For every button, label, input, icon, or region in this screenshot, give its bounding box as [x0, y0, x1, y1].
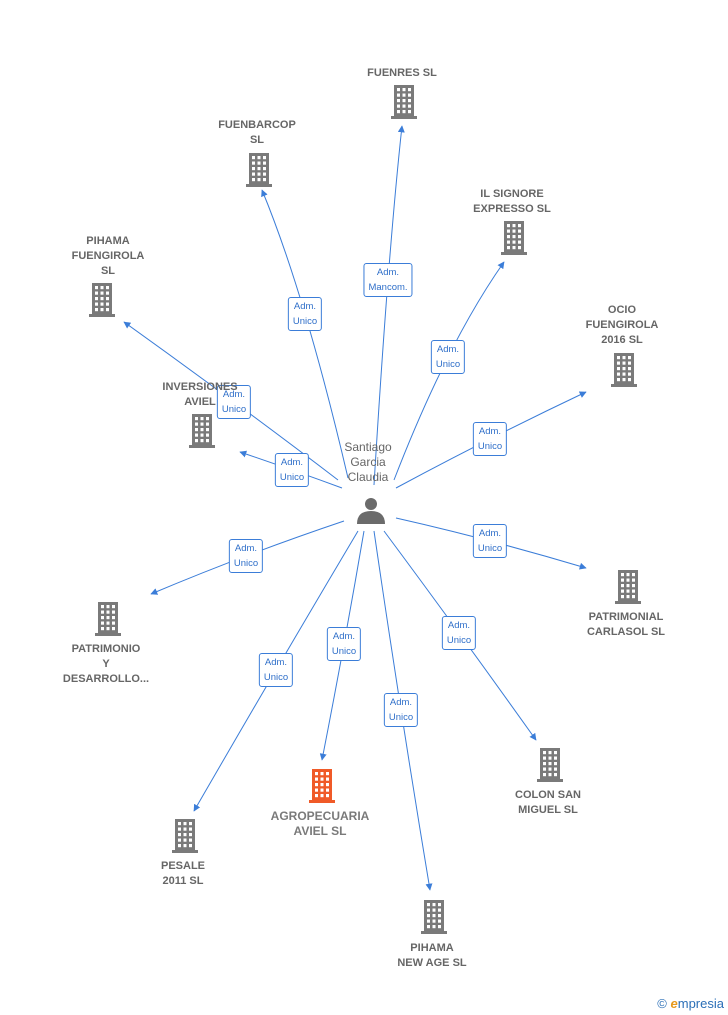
company-label-patrimonio[interactable]: PATRIMONIO Y DESARROLLO...: [62, 643, 150, 685]
building-icon-pihama_newage: [421, 900, 447, 934]
building-icon-fuenbarcop: [246, 153, 272, 187]
copyright-symbol: ©: [657, 996, 667, 1011]
relation-label-inversiones: Adm. Unico: [274, 453, 310, 487]
relation-label-ilsignore: Adm. Unico: [430, 340, 466, 374]
building-icon-patrimonial: [615, 570, 641, 604]
building-icon-patrimonio: [95, 602, 121, 636]
building-icon-ilsignore: [501, 221, 527, 255]
building-icon-pihama_fuengirola: [89, 283, 115, 317]
company-label-pesale[interactable]: PESALE 2011 SL: [160, 860, 206, 887]
relation-label-agropecuaria: Adm. Unico: [326, 627, 362, 661]
building-icon-inversiones: [189, 414, 215, 448]
relation-label-fuenbarcop: Adm. Unico: [287, 297, 323, 331]
brand-e: e: [670, 996, 678, 1011]
company-label-colon[interactable]: COLON SAN MIGUEL SL: [515, 789, 581, 816]
company-label-agropecuaria[interactable]: AGROPECUARIA AVIEL SL: [270, 809, 370, 838]
company-label-ilsignore[interactable]: IL SIGNORE EXPRESSO SL: [473, 188, 551, 215]
edge-to-fuenres: [373, 125, 405, 486]
company-label-fuenbarcop[interactable]: FUENBARCOP SL: [218, 119, 296, 146]
relation-label-pihama_fuengirola: Adm. Unico: [216, 385, 252, 419]
footer-brand: © empresia: [657, 996, 724, 1011]
person-name: Santiago Garcia Claudia: [344, 440, 392, 484]
relation-label-pihama_newage: Adm. Unico: [383, 693, 419, 727]
building-icon-agropecuaria: [309, 769, 335, 803]
building-icon-colon: [537, 748, 563, 782]
relation-label-pesale: Adm. Unico: [258, 653, 294, 687]
brand-name: mpresia: [677, 996, 724, 1011]
person-icon: [357, 498, 385, 524]
edge-to-fuenbarcop: [261, 189, 349, 479]
building-icon-ocio: [611, 353, 637, 387]
relation-label-fuenres: Adm. Mancom.: [363, 263, 413, 297]
company-label-fuenres[interactable]: FUENRES SL: [367, 67, 437, 79]
icons-layer: [89, 85, 641, 934]
building-icon-fuenres: [391, 85, 417, 119]
relation-label-patrimonial: Adm. Unico: [472, 524, 508, 558]
relation-label-ocio: Adm. Unico: [472, 422, 508, 456]
company-label-inversiones[interactable]: INVERSIONES AVIEL: [162, 381, 238, 408]
company-label-patrimonial[interactable]: PATRIMONIAL CARLASOL SL: [586, 611, 666, 638]
building-icon-pesale: [172, 819, 198, 853]
relation-label-patrimonio: Adm. Unico: [228, 539, 264, 573]
company-label-ocio[interactable]: OCIO FUENGIROLA 2016 SL: [585, 304, 659, 346]
company-label-pihama_newage[interactable]: PIHAMA NEW AGE SL: [397, 942, 467, 969]
relation-label-colon: Adm. Unico: [441, 616, 477, 650]
company-label-pihama_fuengirola[interactable]: PIHAMA FUENGIROLA SL: [71, 235, 145, 277]
